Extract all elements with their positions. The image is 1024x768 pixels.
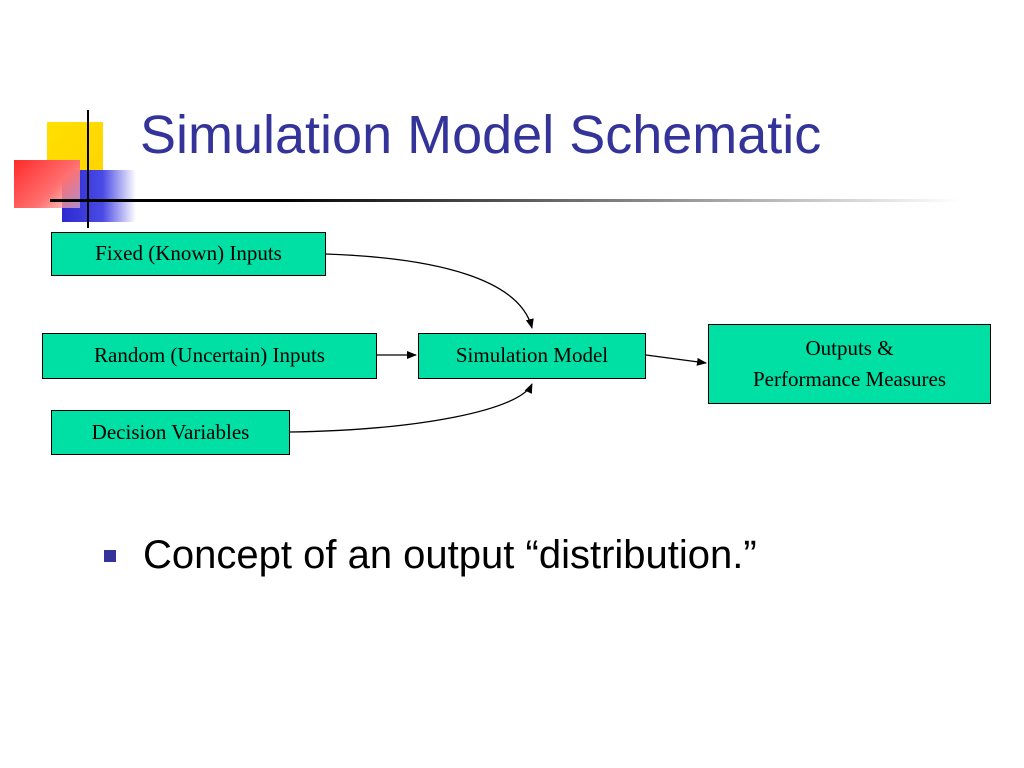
arrow-model-to-outputs [645,354,707,366]
decision-variables-box: Decision Variables [51,410,290,455]
title-underline [50,199,960,202]
random-inputs-label: Random (Uncertain) Inputs [94,343,325,368]
fixed-inputs-box: Fixed (Known) Inputs [51,232,326,276]
simulation-model-label: Simulation Model [455,343,609,368]
outputs-box: Outputs & Performance Measures [708,324,991,404]
random-inputs-box: Random (Uncertain) Inputs [42,333,377,379]
bullet-text: Concept of an output “distribution.” [143,533,757,577]
simulation-model-box: Simulation Model [418,333,646,379]
slide-title: Simulation Model Schematic [140,105,822,165]
fixed-inputs-label: Fixed (Known) Inputs [95,241,282,266]
outputs-label-line2: Performance Measures [753,367,946,391]
outputs-label-line1: Outputs & [805,335,894,360]
logo-vertical-line [87,110,89,228]
decision-variables-label: Decision Variables [91,419,250,444]
arrow-fixed-to-model [325,253,534,329]
bullet-item: Concept of an output “distribution.” [104,533,757,578]
arrow-decision-to-model [289,383,533,433]
bullet-square-icon [104,549,116,562]
